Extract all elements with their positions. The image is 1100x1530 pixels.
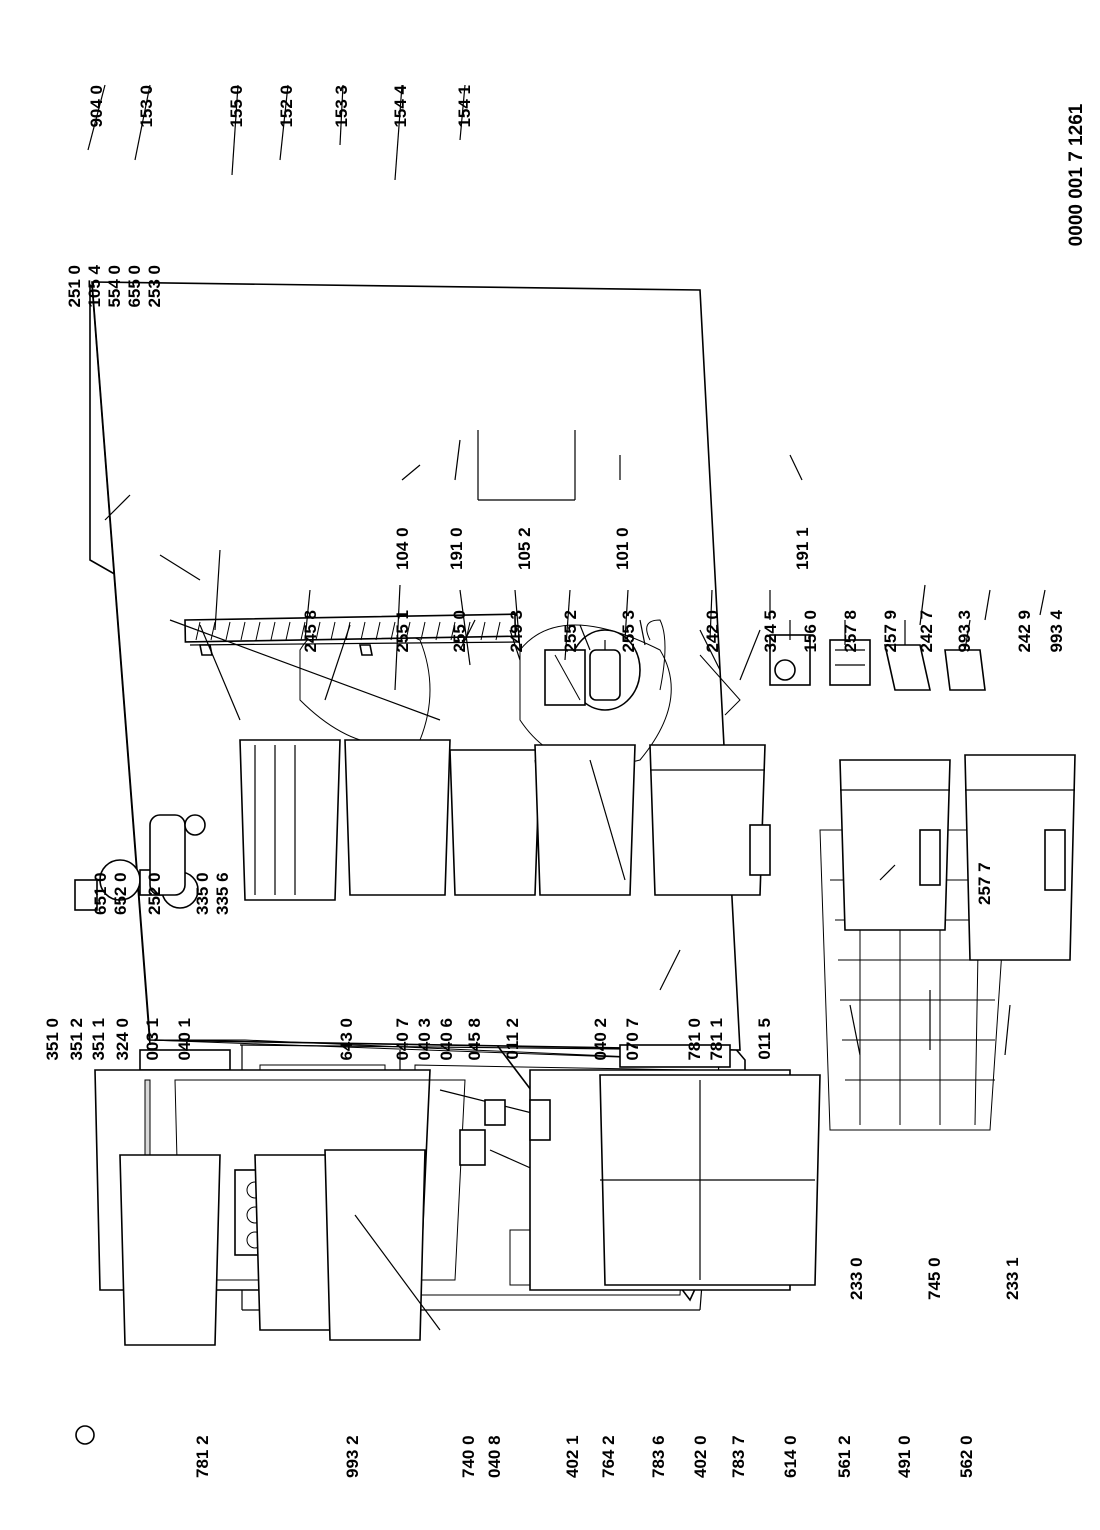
label-249-3: 249 3 xyxy=(507,610,526,653)
label-105-4: 105 4 xyxy=(85,264,104,307)
label-257-9: 257 9 xyxy=(881,610,900,653)
electrical-components xyxy=(769,634,986,691)
label-351-0: 351 0 xyxy=(43,1018,62,1061)
tube-783-6-drawing xyxy=(646,619,666,691)
part-drawings xyxy=(74,281,1076,1445)
label-781-1: 781 1 xyxy=(707,1018,726,1061)
label-253-0: 253 0 xyxy=(145,265,164,308)
label-651-0: 651 0 xyxy=(91,872,110,915)
cabinet-outline xyxy=(91,284,151,1046)
label-040-7: 040 7 xyxy=(393,1018,412,1061)
label-745-0: 745 0 xyxy=(925,1257,944,1300)
document-number: 0000 001 7 1261 xyxy=(1066,103,1087,246)
label-233-0: 233 0 xyxy=(847,1257,866,1300)
part-number-labels: 904 0 153 0 155 0 152 0 153 3 154 4 154 … xyxy=(43,84,1066,1478)
label-152-0: 152 0 xyxy=(277,85,296,128)
label-242-7: 242 7 xyxy=(917,610,936,653)
shelves-drawing xyxy=(239,739,636,901)
label-643-0: 643 0 xyxy=(337,1018,356,1061)
label-040-3: 040 3 xyxy=(415,1018,434,1061)
label-070-7: 070 7 xyxy=(623,1018,642,1061)
label-655-0: 655 0 xyxy=(125,265,144,308)
label-153-0: 153 0 xyxy=(137,85,156,128)
label-233-1: 233 1 xyxy=(1003,1257,1022,1300)
label-255-3: 255 3 xyxy=(619,610,638,653)
label-252-0: 252 0 xyxy=(145,872,164,915)
label-561-2: 561 2 xyxy=(835,1435,854,1478)
label-191-1: 191 1 xyxy=(793,527,812,570)
label-040-2: 040 2 xyxy=(591,1018,610,1061)
label-781-0: 781 0 xyxy=(685,1018,704,1061)
label-251-0: 251 0 xyxy=(65,265,84,308)
label-324-0: 324 0 xyxy=(113,1018,132,1061)
label-045-8: 045 8 xyxy=(465,1018,484,1061)
label-040-6: 040 6 xyxy=(437,1018,456,1061)
leader-lines xyxy=(87,84,1046,1056)
label-614-0: 614 0 xyxy=(781,1435,800,1478)
label-993-4: 993 4 xyxy=(1047,609,1066,652)
label-562-0: 562 0 xyxy=(957,1435,976,1478)
label-783-7: 783 7 xyxy=(729,1435,748,1478)
label-904-0: 904 0 xyxy=(87,85,106,128)
label-242-0: 242 0 xyxy=(703,610,722,653)
label-011-5: 011 5 xyxy=(755,1018,774,1060)
label-011-2: 011 2 xyxy=(503,1018,522,1060)
door-bins-drawing xyxy=(75,1129,486,1445)
label-491-0: 491 0 xyxy=(895,1435,914,1478)
label-154-1: 154 1 xyxy=(455,85,474,128)
label-255-1: 255 1 xyxy=(393,610,412,653)
label-324-5: 324 5 xyxy=(761,610,780,653)
label-402-0: 402 0 xyxy=(691,1435,710,1478)
rod-781-2-drawing xyxy=(169,619,441,721)
drawers-drawing xyxy=(649,744,1076,961)
label-040-8: 040 8 xyxy=(485,1435,504,1478)
label-003-1: 003 1 xyxy=(143,1018,162,1061)
label-351-2: 351 2 xyxy=(67,1018,86,1061)
label-245-8: 245 8 xyxy=(301,610,320,653)
label-781-2: 781 2 xyxy=(193,1435,212,1478)
label-153-3: 153 3 xyxy=(332,85,351,128)
label-257-8: 257 8 xyxy=(841,610,860,653)
label-156-0: 156 0 xyxy=(801,610,820,653)
label-154-4: 154 4 xyxy=(391,84,410,127)
label-255-0: 255 0 xyxy=(450,610,469,653)
label-242-9: 242 9 xyxy=(1015,610,1034,653)
label-040-1: 040 1 xyxy=(175,1018,194,1061)
label-764-2: 764 2 xyxy=(599,1435,618,1478)
label-993-2: 993 2 xyxy=(343,1435,362,1478)
label-257-7: 257 7 xyxy=(975,862,994,905)
label-783-6: 783 6 xyxy=(649,1435,668,1478)
label-255-2: 255 2 xyxy=(561,610,580,653)
thermostat-group-drawing xyxy=(74,814,206,911)
label-351-1: 351 1 xyxy=(89,1018,108,1061)
filter-drier-drawing xyxy=(589,640,621,701)
label-652-0: 652 0 xyxy=(111,872,130,915)
tube-783-7-drawing xyxy=(699,654,741,716)
label-101-0: 101 0 xyxy=(613,527,632,570)
label-335-0: 335 0 xyxy=(193,872,212,915)
label-104-0: 104 0 xyxy=(393,527,412,570)
label-554-0: 554 0 xyxy=(105,265,124,308)
condenser-drawing xyxy=(184,613,521,656)
label-335-6: 335 6 xyxy=(213,872,232,915)
label-993-3: 993 3 xyxy=(955,610,974,653)
label-402-1: 402 1 xyxy=(563,1435,582,1478)
label-155-0: 155 0 xyxy=(227,85,246,128)
label-105-2: 105 2 xyxy=(515,527,534,570)
label-740-0: 740 0 xyxy=(459,1435,478,1478)
label-191-0: 191 0 xyxy=(447,527,466,570)
